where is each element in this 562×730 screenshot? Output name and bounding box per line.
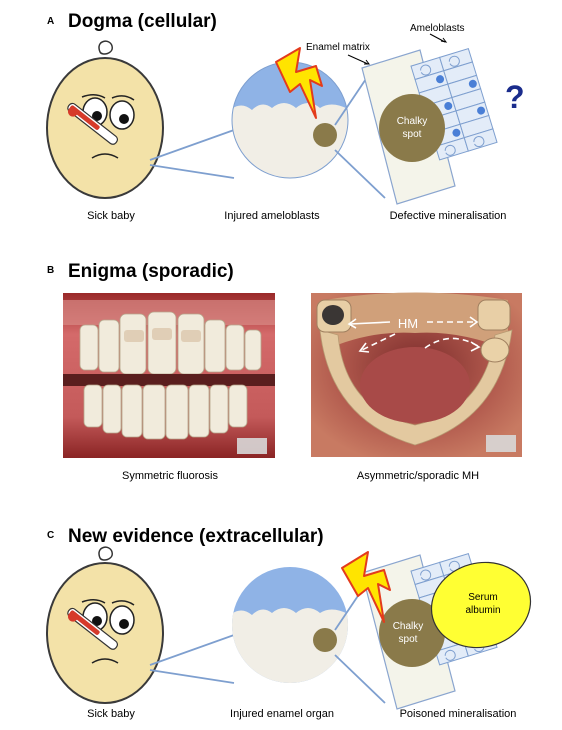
photo-symmetric-fluorosis [63,293,275,458]
caption-injured-ameloblasts: Injured ameloblasts [224,210,320,222]
photo-asymmetric-mh: HM [311,293,522,458]
caption-sick-baby-a: Sick baby [87,210,135,222]
question-mark: ? [505,79,525,115]
serum-albumin-label-line2: albumin [465,605,500,616]
panel-a: A Dogma (cellular) [47,11,525,222]
panel-b-letter: B [47,265,54,276]
chalky-spot-label-line1-c: Chalky [393,621,424,632]
enamel-matrix-arrow [348,55,368,64]
ameloblasts-arrow [430,34,445,42]
enamel-matrix-panel-a: Chalky spot [362,49,497,204]
caption-sick-baby-c: Sick baby [87,708,135,720]
chalky-spot-label-line2: spot [403,129,422,140]
panel-a-letter: A [47,16,54,27]
panel-b-title: Enigma (sporadic) [68,261,234,282]
caption-injured-enamel-organ: Injured enamel organ [230,708,334,720]
enamel-matrix-panel-c: Chalky spot Serum albumin [362,551,540,709]
hm-label: HM [398,316,418,331]
caption-symmetric-fluorosis: Symmetric fluorosis [122,470,218,482]
sick-baby-a [47,41,163,198]
serum-albumin-label-line1: Serum [468,592,497,603]
panel-c-title: New evidence (extracellular) [68,526,324,547]
watermark-logo [237,438,267,454]
ameloblasts-label: Ameloblasts [410,23,464,34]
panel-c: C New evidence (extracellular) [47,526,540,720]
chalky-spot [379,94,445,162]
tooth-injured-enamel-organ [228,567,350,695]
caption-poisoned-mineralisation: Poisoned mineralisation [400,708,517,720]
panel-b: B Enigma (sporadic) [47,261,522,482]
panel-a-title: Dogma (cellular) [68,11,217,32]
enamel-matrix-label: Enamel matrix [306,42,370,53]
amalgam-filling [322,305,344,325]
panel-c-letter: C [47,530,54,541]
baby-hair-curl [99,41,112,54]
caption-defective-mineralisation: Defective mineralisation [390,210,507,222]
chalky-spot-label-line1: Chalky [397,116,428,127]
lightning-bolt-icon [342,552,390,622]
watermark-logo [486,435,516,452]
sick-baby-c [47,547,163,703]
caption-asymmetric-mh: Asymmetric/sporadic MH [357,470,479,482]
chalky-spot-label-line2-c: spot [399,634,418,645]
connector-line [150,165,234,178]
